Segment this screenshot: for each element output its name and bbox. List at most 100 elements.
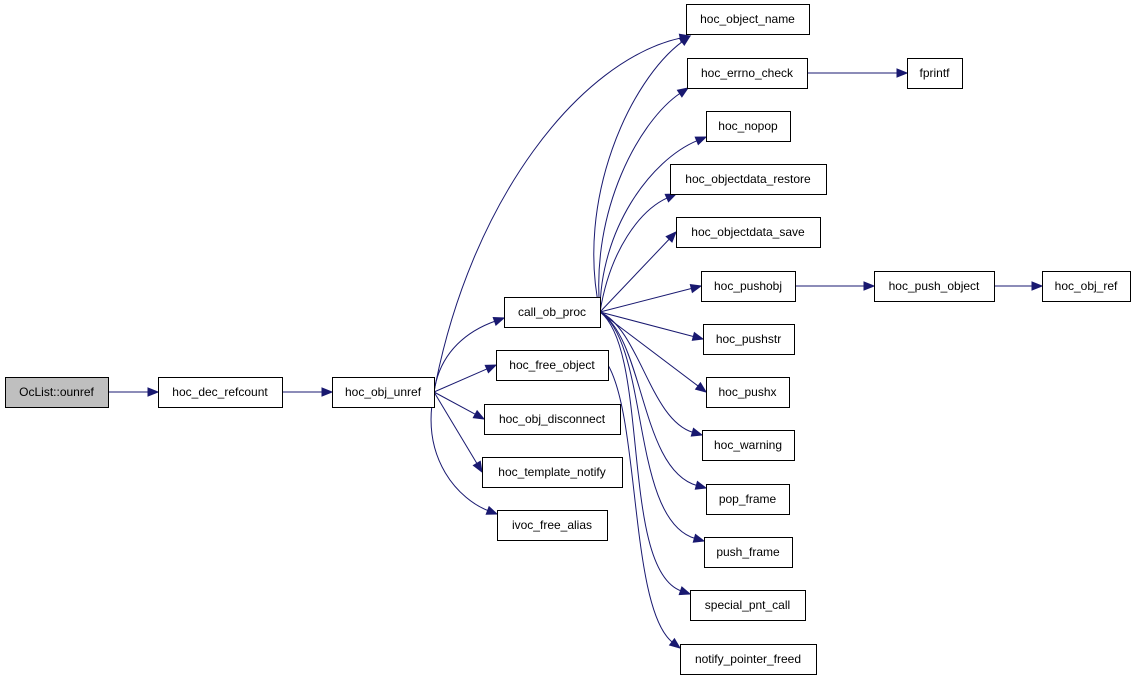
arrowhead-icon bbox=[694, 480, 708, 490]
node-label: hoc_free_object bbox=[509, 358, 595, 372]
node-box bbox=[706, 377, 790, 408]
node-box bbox=[702, 430, 795, 461]
arrowhead-icon bbox=[690, 427, 704, 437]
arrowhead-icon bbox=[485, 505, 499, 515]
node-label: OcList::ounref bbox=[19, 385, 94, 399]
arrowhead-icon bbox=[692, 533, 706, 543]
node-oclist-ounref[interactable]: OcList::ounref bbox=[5, 377, 109, 408]
node-box bbox=[504, 297, 601, 328]
edge-hoc-obj-unref-to-hoc-obj-disconnect bbox=[433, 391, 477, 416]
node-hoc-template-notify[interactable]: hoc_template_notify bbox=[482, 457, 623, 488]
node-box bbox=[703, 324, 795, 355]
arrowhead-icon bbox=[678, 586, 692, 596]
node-push-frame[interactable]: push_frame bbox=[704, 537, 793, 568]
node-label: hoc_pushobj bbox=[714, 279, 782, 293]
node-box bbox=[874, 271, 995, 302]
edge-call-ob-proc-to-pop-frame bbox=[599, 311, 698, 487]
node-label: notify_pointer_freed bbox=[695, 652, 801, 666]
node-box bbox=[704, 537, 793, 568]
edge-hoc-obj-unref-to-ivoc-free-alias bbox=[430, 391, 489, 512]
node-label: pop_frame bbox=[719, 492, 777, 506]
edge-hoc-obj-unref-to-hoc-template-notify bbox=[433, 391, 478, 465]
node-box bbox=[1042, 271, 1131, 302]
arrowhead-icon bbox=[472, 460, 483, 474]
node-label: push_frame bbox=[716, 545, 780, 559]
edge-hoc-obj-unref-to-call-ob-proc bbox=[433, 320, 496, 393]
node-box bbox=[497, 510, 608, 541]
node-ivoc-free-alias[interactable]: ivoc_free_alias bbox=[497, 510, 608, 541]
edge-call-ob-proc-to-hoc-pushobj bbox=[599, 287, 693, 313]
node-label: hoc_dec_refcount bbox=[172, 385, 268, 399]
edge-call-ob-proc-to-hoc-warning bbox=[599, 311, 694, 433]
node-box bbox=[706, 484, 790, 515]
node-hoc-pushstr[interactable]: hoc_pushstr bbox=[703, 324, 795, 355]
node-label: hoc_template_notify bbox=[498, 465, 605, 479]
node-pop-frame[interactable]: pop_frame bbox=[706, 484, 790, 515]
node-hoc-pushx[interactable]: hoc_pushx bbox=[706, 377, 790, 408]
node-hoc-errno-check[interactable]: hoc_errno_check bbox=[687, 58, 808, 89]
node-box bbox=[680, 644, 817, 675]
arrowhead-icon bbox=[896, 68, 909, 78]
nodes-layer: OcList::ounref hoc_dec_refcount hoc_obj_un… bbox=[5, 4, 1131, 675]
edge-call-ob-proc-to-hoc-nopop bbox=[599, 139, 698, 313]
node-hoc-warning[interactable]: hoc_warning bbox=[702, 430, 795, 461]
node-label: ivoc_free_alias bbox=[512, 518, 592, 532]
arrowhead-icon bbox=[492, 317, 506, 326]
edge-hoc-free-object-to-notify-pointer-freed bbox=[607, 364, 674, 643]
node-label: hoc_obj_disconnect bbox=[499, 412, 606, 426]
edge-call-ob-proc-to-hoc-errno-check bbox=[598, 92, 681, 313]
node-hoc-free-object[interactable]: hoc_free_object bbox=[496, 350, 609, 381]
edge-hoc-obj-unref-to-hoc-object-name bbox=[433, 37, 682, 393]
node-hoc-dec-refcount[interactable]: hoc_dec_refcount bbox=[158, 377, 283, 408]
node-label: call_ob_proc bbox=[518, 305, 586, 319]
node-hoc-pushobj[interactable]: hoc_pushobj bbox=[701, 271, 796, 302]
node-hoc-object-name[interactable]: hoc_object_name bbox=[686, 4, 810, 35]
edge-call-ob-proc-to-push-frame bbox=[599, 311, 696, 540]
node-box bbox=[158, 377, 283, 408]
node-special-pnt-call[interactable]: special_pnt_call bbox=[690, 590, 806, 621]
node-hoc-obj-disconnect[interactable]: hoc_obj_disconnect bbox=[484, 404, 621, 435]
arrowhead-icon bbox=[472, 409, 486, 420]
node-label: hoc_objectdata_save bbox=[691, 225, 805, 239]
node-hoc-objectdata-save[interactable]: hoc_objectdata_save bbox=[676, 217, 821, 248]
node-box bbox=[676, 217, 821, 248]
edge-call-ob-proc-to-special-pnt-call bbox=[599, 311, 682, 592]
node-label: hoc_push_object bbox=[889, 279, 980, 293]
node-label: hoc_object_name bbox=[700, 12, 795, 26]
node-label: hoc_warning bbox=[714, 438, 782, 452]
node-box bbox=[690, 590, 806, 621]
arrowhead-icon bbox=[689, 284, 703, 294]
node-fprintf[interactable]: fprintf bbox=[907, 58, 963, 89]
arrowhead-icon bbox=[668, 637, 682, 649]
edge-call-ob-proc-to-hoc-objectdata-restore bbox=[599, 197, 668, 313]
node-box bbox=[496, 350, 609, 381]
node-label: hoc_objectdata_restore bbox=[685, 172, 811, 186]
node-hoc-obj-unref[interactable]: hoc_obj_unref bbox=[332, 377, 435, 408]
node-label: hoc_obj_ref bbox=[1055, 279, 1118, 293]
node-hoc-push-object[interactable]: hoc_push_object bbox=[874, 271, 995, 302]
node-label: hoc_nopop bbox=[718, 119, 778, 133]
node-box bbox=[706, 111, 791, 142]
node-label: fprintf bbox=[919, 66, 950, 80]
node-hoc-objectdata-restore[interactable]: hoc_objectdata_restore bbox=[670, 164, 827, 195]
arrowhead-icon bbox=[1031, 281, 1044, 291]
node-hoc-nopop[interactable]: hoc_nopop bbox=[706, 111, 791, 142]
arrowhead-icon bbox=[863, 281, 876, 291]
node-label: hoc_errno_check bbox=[701, 66, 794, 80]
node-notify-pointer-freed[interactable]: notify_pointer_freed bbox=[680, 644, 817, 675]
node-call-ob-proc[interactable]: call_ob_proc bbox=[504, 297, 601, 328]
edge-hoc-obj-unref-to-hoc-free-object bbox=[433, 368, 488, 393]
edge-call-ob-proc-to-hoc-objectdata-save bbox=[599, 238, 671, 313]
arrowhead-icon bbox=[676, 87, 690, 98]
node-box bbox=[484, 404, 621, 435]
arrowhead-icon bbox=[484, 364, 498, 374]
arrowhead-icon bbox=[664, 193, 678, 203]
arrowhead-icon bbox=[321, 387, 334, 397]
node-hoc-obj-ref[interactable]: hoc_obj_ref bbox=[1042, 271, 1131, 302]
node-box bbox=[482, 457, 623, 488]
node-box bbox=[907, 58, 963, 89]
node-label: hoc_pushx bbox=[718, 385, 776, 399]
node-box bbox=[701, 271, 796, 302]
arrowhead-icon bbox=[694, 381, 708, 393]
